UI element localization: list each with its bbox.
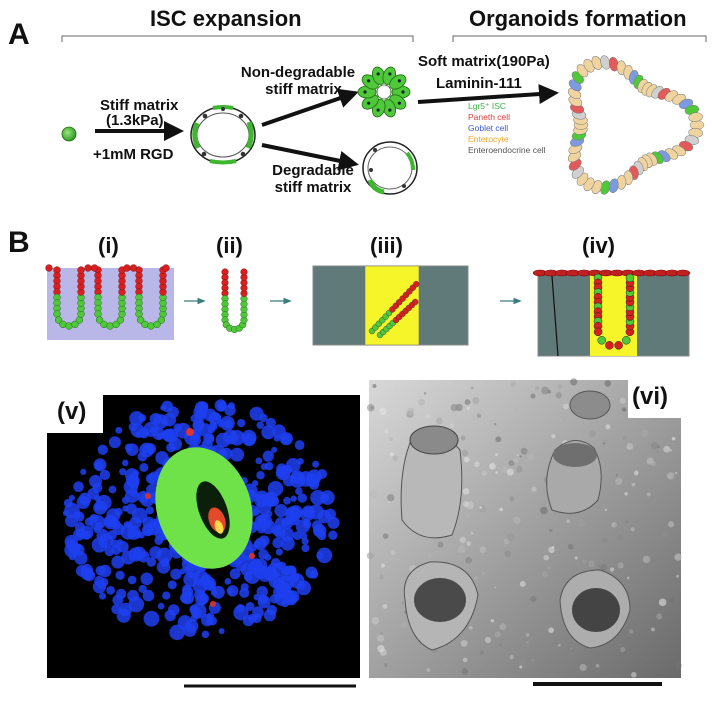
label-iv: (iv) [582,233,615,258]
arrow-to-organoid [417,84,559,105]
single-isc-cell [61,126,77,142]
legend-enterocyte: Enterocyte [468,134,509,144]
rgd-label: +1mM RGD [93,146,174,163]
soft-matrix-label: Soft matrix(190Pa) [418,53,550,70]
cell-type-legend: Lgr5⁺ ISC Paneth cell Goblet cell Entero… [468,101,546,156]
legend-lgr5: Lgr5⁺ ISC [468,101,507,111]
label-i: (i) [98,233,119,258]
panel-a-letter: A [8,18,30,51]
nondegradable-line1: Non-degradable [240,64,356,81]
legend-goblet: Goblet cell [468,123,509,133]
panel-b-letter: B [8,226,30,259]
label-ii: (ii) [216,233,243,258]
green-rosette [357,66,411,118]
degradable-line2: stiff matrix [274,179,352,196]
organoids-formation-heading: Organoids formation [469,6,687,31]
header-bracket-right [452,35,707,42]
degradable-line1: Degradable [272,162,354,179]
label-vi: (vi) [632,383,668,410]
label-iii: (iii) [370,233,403,258]
legend-paneth: Paneth cell [468,112,511,122]
arrow-to-degradable [261,143,359,171]
stiff-matrix-label: Stiff matrix [100,97,179,114]
organoid-ring [567,55,705,195]
fluorescence-image-v [47,395,360,678]
legend-enteroendocrine: Enteroendocrine cell [468,145,546,155]
isolated-crypt-ii [221,268,248,334]
stiff-matrix-kpa-label: (1.3kPa) [106,112,164,129]
degradable-cyst [362,141,418,195]
isc-expansion-heading: ISC expansion [150,6,302,31]
crypt-substrate-i [45,264,174,340]
chamber-iii [312,265,469,346]
isc-cyst [190,105,256,165]
nondegradable-line2: stiff matrix [265,81,342,98]
sem-image-vi [366,378,682,678]
chamber-iv [532,269,691,357]
header-bracket-left [61,35,414,42]
arrow-to-nondegradable [261,88,359,127]
label-v: (v) [57,398,87,425]
laminin-label: Laminin-111 [436,75,522,92]
